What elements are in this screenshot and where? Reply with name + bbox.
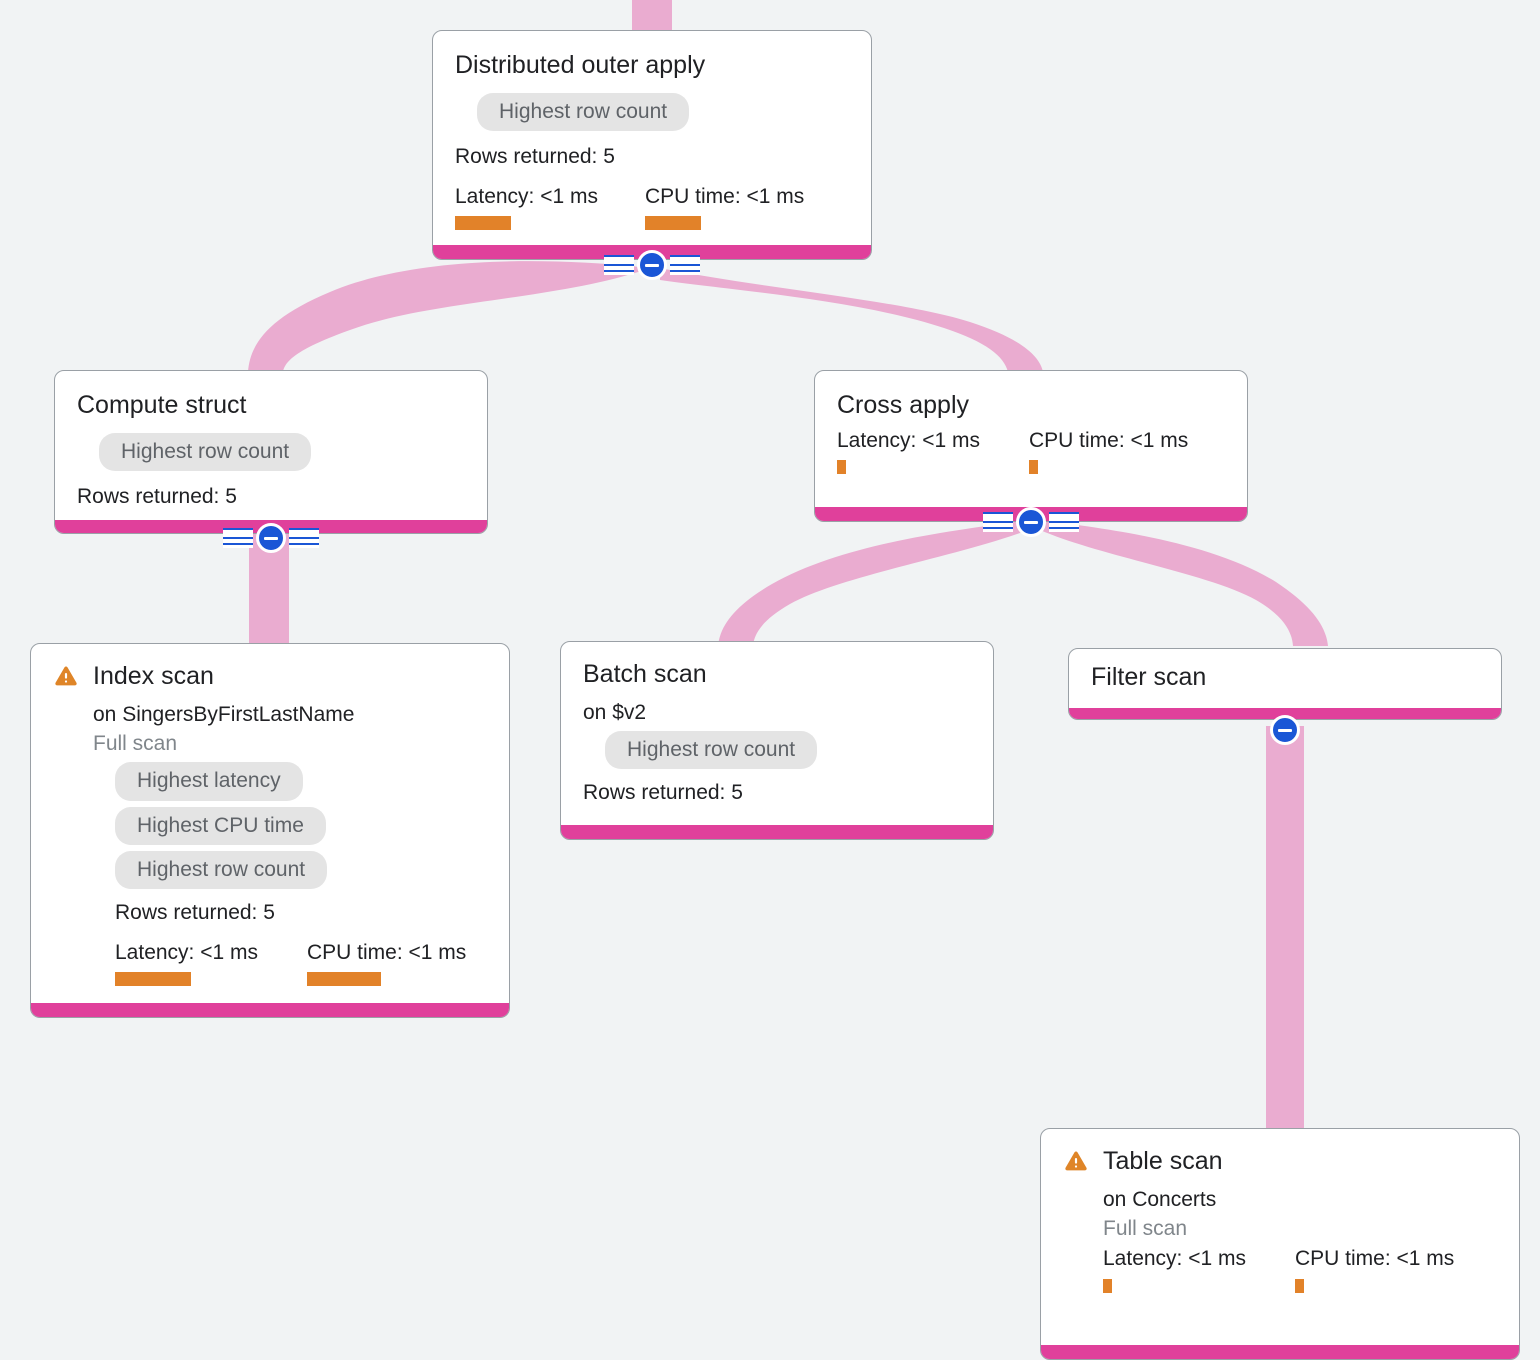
collapse-lines-right — [289, 528, 319, 548]
node-title: Distributed outer apply — [455, 51, 706, 79]
node-title: Compute struct — [77, 391, 247, 419]
metric-latency: Latency: <1 ms — [1103, 1246, 1295, 1293]
minus-circle-icon — [256, 523, 286, 553]
collapse-lines-right — [670, 255, 700, 275]
node-subtitle: on Concerts — [1103, 1187, 1217, 1211]
node-subtitle: on $v2 — [583, 700, 647, 724]
collapse-button-compute-struct[interactable] — [223, 521, 319, 555]
badge-highest-latency: Highest latency — [115, 762, 303, 801]
edge-distributed-outer-apply-to-cross-apply — [660, 268, 1043, 372]
minus-circle-icon — [1270, 715, 1300, 745]
metric-cpu-time-label: CPU time: <1 ms — [645, 185, 805, 209]
badge-highest-row-count: Highest row count — [605, 731, 818, 770]
metric-cpu-time: CPU time: <1 ms — [307, 940, 467, 987]
metric-latency: Latency: <1 ms — [455, 184, 645, 231]
node-body: Cross apply Latency: <1 ms CPU time: <1 … — [815, 371, 1247, 507]
node-body: Compute struct Highest row count Rows re… — [55, 371, 487, 520]
badge-highest-row-count: Highest row count — [115, 850, 328, 889]
edge-cross-apply-to-filter-scan — [1040, 520, 1328, 646]
node-title-row: Compute struct — [77, 391, 465, 420]
metric-latency-label: Latency: <1 ms — [1103, 1247, 1246, 1271]
node-title-row: Filter scan — [1091, 663, 1479, 692]
metric-cpu-time-bar — [1295, 1278, 1304, 1293]
node-title: Batch scan — [583, 660, 707, 688]
rows-returned: Rows returned: 5 — [77, 484, 237, 508]
node-body: Distributed outer apply Highest row coun… — [433, 31, 871, 245]
metric-cpu-time-label: CPU time: <1 ms — [307, 941, 467, 965]
plan-node-distributed-outer-apply[interactable]: Distributed outer apply Highest row coun… — [432, 30, 872, 260]
metric-latency-bar — [115, 972, 191, 987]
metric-cpu-time-bar — [645, 216, 701, 231]
collapse-lines-left — [223, 528, 253, 548]
plan-node-cross-apply[interactable]: Cross apply Latency: <1 ms CPU time: <1 … — [814, 370, 1248, 522]
node-scan-note: Full scan — [93, 732, 178, 756]
plan-node-index-scan[interactable]: Index scan on SingersByFirstLastName Ful… — [30, 643, 510, 1018]
badge-highest-row-count: Highest row count — [477, 92, 690, 131]
metric-latency-label: Latency: <1 ms — [115, 941, 258, 965]
metric-cpu-time: CPU time: <1 ms — [1029, 428, 1188, 474]
metric-cpu-time: CPU time: <1 ms — [1295, 1246, 1455, 1293]
collapse-lines-right — [1049, 512, 1079, 532]
collapse-button-cross-apply[interactable] — [983, 505, 1079, 539]
node-title-row: Index scan — [53, 662, 487, 691]
warning-triangle-icon — [55, 666, 77, 686]
minus-circle-icon — [637, 250, 667, 280]
collapse-lines-left — [983, 512, 1013, 532]
node-title: Filter scan — [1091, 663, 1207, 691]
metric-latency: Latency: <1 ms — [837, 428, 1029, 474]
rows-returned: Rows returned: 5 — [115, 900, 275, 924]
node-footer-bar — [31, 1003, 509, 1017]
node-scan-note: Full scan — [1103, 1217, 1188, 1241]
metric-latency-label: Latency: <1 ms — [837, 428, 980, 452]
metric-latency-bar — [837, 460, 846, 474]
node-body: Index scan on SingersByFirstLastName Ful… — [31, 644, 509, 1003]
badge-highest-cpu-time: Highest CPU time — [115, 806, 326, 845]
plan-node-compute-struct[interactable]: Compute struct Highest row count Rows re… — [54, 370, 488, 534]
badge-highest-row-count: Highest row count — [99, 432, 312, 471]
node-footer-bar — [561, 825, 993, 839]
collapse-lines-left — [604, 255, 634, 275]
edge-distributed-outer-apply-to-compute-struct — [248, 261, 650, 372]
node-footer-bar — [1041, 1345, 1519, 1359]
node-subtitle: on SingersByFirstLastName — [93, 702, 355, 726]
metrics-row: Latency: <1 ms CPU time: <1 ms — [1103, 1246, 1497, 1293]
metric-cpu-time-label: CPU time: <1 ms — [1029, 428, 1189, 452]
metric-cpu-time: CPU time: <1 ms — [645, 184, 805, 231]
collapse-button-filter-scan[interactable] — [1268, 713, 1302, 747]
metric-cpu-time-bar — [1029, 460, 1038, 474]
node-title: Index scan — [93, 662, 214, 690]
minus-circle-icon — [1016, 507, 1046, 537]
plan-node-batch-scan[interactable]: Batch scan on $v2 Highest row count Rows… — [560, 641, 994, 840]
rows-returned: Rows returned: 5 — [455, 144, 615, 168]
rows-returned: Rows returned: 5 — [583, 781, 743, 805]
node-title-row: Distributed outer apply — [455, 51, 849, 80]
node-body: Table scan on Concerts Full scan Latency… — [1041, 1129, 1519, 1345]
node-title-row: Table scan — [1063, 1147, 1497, 1176]
metric-cpu-time-bar — [307, 972, 381, 987]
node-title: Table scan — [1103, 1147, 1223, 1175]
node-footer-bar — [1069, 707, 1501, 719]
warning-triangle-icon — [1065, 1151, 1087, 1171]
metrics-row: Latency: <1 ms CPU time: <1 ms — [115, 940, 487, 987]
metric-cpu-time-label: CPU time: <1 ms — [1295, 1247, 1455, 1271]
node-body: Filter scan — [1069, 649, 1501, 708]
edge-cross-apply-to-batch-scan — [718, 520, 1028, 646]
metrics-row: Latency: <1 ms CPU time: <1 ms — [455, 184, 849, 231]
metric-latency-label: Latency: <1 ms — [455, 185, 598, 209]
node-title-row: Cross apply — [837, 391, 1225, 420]
metric-latency-bar — [455, 216, 511, 231]
edge-inlet-to-distributed-outer-apply — [632, 0, 672, 34]
metric-latency-bar — [1103, 1278, 1112, 1293]
edge-filter-scan-to-table-scan — [1266, 726, 1304, 1136]
plan-node-filter-scan[interactable]: Filter scan — [1068, 648, 1502, 720]
node-title: Cross apply — [837, 391, 969, 419]
plan-node-table-scan[interactable]: Table scan on Concerts Full scan Latency… — [1040, 1128, 1520, 1360]
node-body: Batch scan on $v2 Highest row count Rows… — [561, 642, 993, 825]
node-title-row: Batch scan — [583, 660, 971, 689]
metric-latency: Latency: <1 ms — [115, 940, 307, 987]
metrics-row: Latency: <1 ms CPU time: <1 ms — [837, 428, 1225, 474]
collapse-button-distributed-outer-apply[interactable] — [604, 248, 700, 282]
